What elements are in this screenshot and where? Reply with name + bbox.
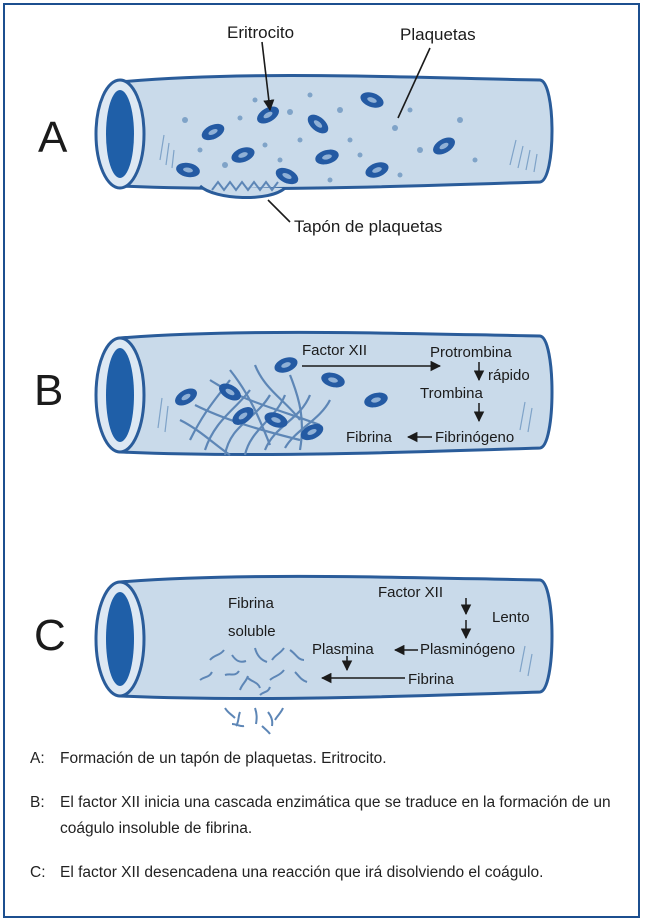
vessel-a bbox=[96, 76, 552, 198]
caption-b-key: B: bbox=[30, 790, 60, 816]
label-platelet-plug: Tapón de plaquetas bbox=[294, 217, 442, 236]
diagram-canvas: A bbox=[0, 0, 647, 740]
caption-b: B:El factor XII inicia una cascada enzim… bbox=[30, 790, 620, 842]
panel-a-letter: A bbox=[38, 113, 68, 162]
caption-c: C:El factor XII desencadena una reacción… bbox=[30, 860, 620, 886]
panel-b: B bbox=[34, 332, 552, 455]
caption-a-text: Formación de un tapón de plaquetas. Erit… bbox=[60, 746, 615, 772]
panel-b-letter: B bbox=[34, 366, 63, 415]
caption-b-text: El factor XII inicia una cascada enzimát… bbox=[60, 790, 615, 842]
caption-c-text: El factor XII desencadena una reacción q… bbox=[60, 860, 615, 886]
panel-a: A bbox=[38, 23, 552, 236]
panel-c: C Fibrina soluble Factor X bbox=[34, 576, 552, 734]
label-fibrin-c: Fibrina bbox=[408, 671, 455, 688]
label-fibrin-soluble-1: Fibrina bbox=[228, 595, 275, 612]
label-fibrin-soluble-2: soluble bbox=[228, 623, 276, 640]
label-plasmin: Plasmina bbox=[312, 641, 374, 658]
label-thrombin: Trombina bbox=[420, 385, 483, 402]
label-fibrinogen: Fibrinógeno bbox=[435, 429, 514, 446]
caption-a: A:Formación de un tapón de plaquetas. Er… bbox=[30, 746, 620, 772]
vessel-c bbox=[96, 576, 552, 698]
label-platelets: Plaquetas bbox=[400, 25, 476, 44]
panel-c-letter: C bbox=[34, 611, 66, 660]
label-prothrombin: Protrombina bbox=[430, 344, 512, 361]
caption-a-key: A: bbox=[30, 746, 60, 772]
label-rapid: rápido bbox=[488, 367, 530, 384]
label-factor-xii-c: Factor XII bbox=[378, 584, 443, 601]
label-slow: Lento bbox=[492, 609, 530, 626]
falling-fragments-c bbox=[225, 708, 283, 734]
label-factor-xii-b: Factor XII bbox=[302, 342, 367, 359]
caption-c-key: C: bbox=[30, 860, 60, 886]
label-fibrin-b: Fibrina bbox=[346, 429, 393, 446]
label-erythrocyte: Eritrocito bbox=[227, 23, 294, 42]
label-plasminogen: Plasminógeno bbox=[420, 641, 515, 658]
